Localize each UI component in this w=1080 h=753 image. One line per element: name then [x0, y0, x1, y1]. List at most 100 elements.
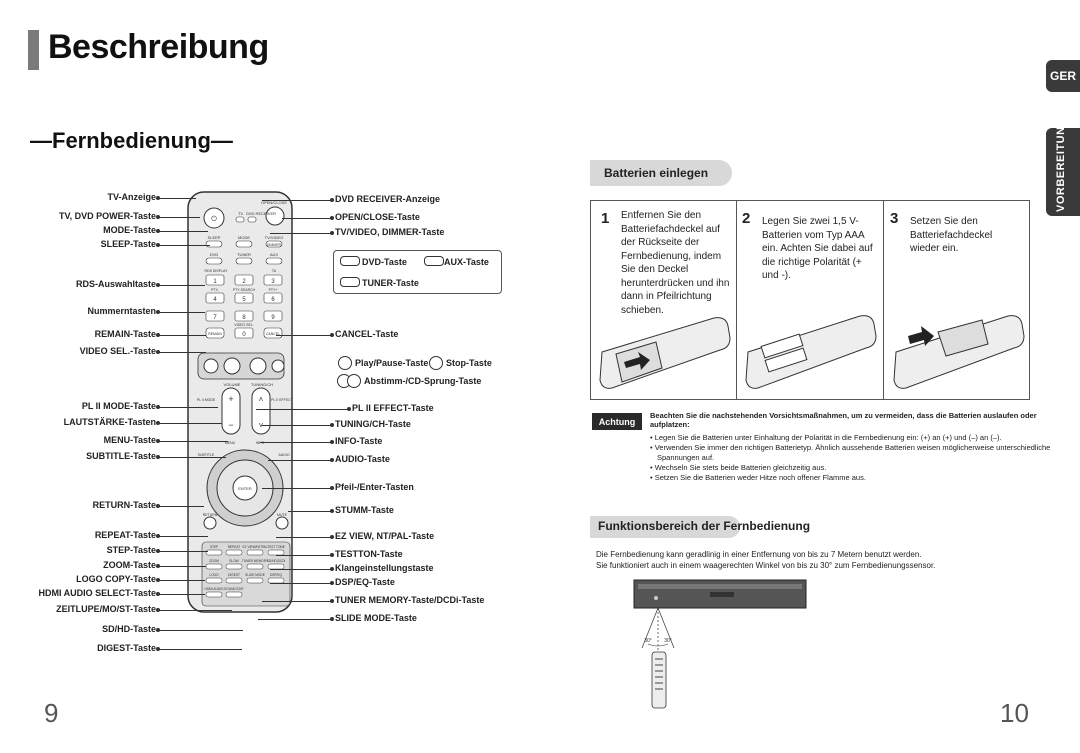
batteries-heading: Batterien einlegen: [590, 160, 732, 186]
leader-line: [158, 457, 226, 458]
leader-dot: [156, 534, 160, 538]
left-callout-label: REMAIN-Taste: [94, 329, 156, 339]
step-text: Legen Sie zwei 1,5 V-Batterien vom Typ A…: [762, 216, 873, 281]
right-callout-label: AUDIO-Taste: [335, 454, 390, 464]
step-divider: [883, 200, 884, 400]
key-num-5: 5: [242, 297, 246, 303]
leader-dot: [330, 599, 334, 603]
warning-item: • Setzen Sie die Batterien weder Hitze n…: [650, 473, 866, 482]
right-callout-label: DVD-Taste: [362, 257, 407, 267]
left-callout-label: Nummerntasten: [87, 306, 156, 316]
right-callout-label: AUX-Taste: [444, 257, 489, 267]
leader-dot: [330, 617, 334, 621]
key-num-9: 9: [271, 315, 275, 321]
left-callout-label: HDMI AUDIO SELECT-Taste: [38, 588, 156, 598]
warning-item: • Wechseln Sie stets beide Batterien gle…: [650, 463, 827, 472]
leader-dot: [330, 440, 334, 444]
key-info: INFO: [256, 441, 265, 445]
right-callout-label: EZ VIEW, NT/PAL-Taste: [335, 531, 435, 541]
key-remain: REMAIN: [208, 332, 222, 336]
key-tv: TV: [238, 211, 243, 216]
left-callout-label: TV-Anzeige: [107, 192, 156, 202]
right-callout-label: DVD RECEIVER-Anzeige: [335, 194, 441, 204]
left-callout-label: DIGEST-Taste: [97, 643, 156, 653]
leader-dot: [156, 608, 160, 612]
leader-line: [158, 312, 205, 313]
left-callout-label: MODE-Taste: [103, 225, 156, 235]
key-hdmi-audio: HDMI AUDIO: [205, 587, 224, 591]
warning-list: • Legen Sie die Batterien unter Einhaltu…: [650, 433, 1055, 483]
leader-dot: [156, 549, 160, 553]
leader-line: [158, 335, 206, 336]
warning-heading: Beachten Sie die nachstehenden Vorsichts…: [650, 411, 1037, 429]
leader-dot: [330, 333, 334, 337]
leader-dot: [156, 628, 160, 632]
leader-line: [158, 352, 206, 353]
leader-line: [262, 425, 333, 426]
key-icon: [347, 374, 361, 388]
leader-dot: [156, 350, 160, 354]
key-num-2: 2: [242, 279, 246, 285]
right-callout-label: Abstimm-/CD-Sprung-Taste: [364, 376, 482, 386]
key-tv-video: TV/VIDEO: [265, 235, 284, 240]
leader-dot: [156, 215, 160, 219]
right-callout-label: PL II EFFECT-Taste: [352, 403, 434, 413]
svg-text:⏻: ⏻: [211, 215, 217, 223]
key-mute: MUTE: [277, 513, 288, 517]
left-callout-label: SD/HD-Taste: [102, 624, 156, 634]
language-tab: GER: [1046, 60, 1080, 92]
svg-text:˅: ˅: [259, 421, 264, 430]
leader-dot: [156, 504, 160, 508]
step-number: 2: [742, 210, 751, 227]
key-num-7: 7: [213, 315, 217, 321]
left-callout-label: VIDEO SEL.-Taste: [79, 346, 156, 356]
key-tuning-ch: TUNING/CH: [251, 382, 273, 387]
transport-keys-box: [333, 352, 500, 390]
key-dvd: DVD: [210, 252, 219, 257]
leader-dot: [330, 216, 334, 220]
key-pl2-effect: PL II EFFECT: [271, 398, 294, 402]
svg-text:˄: ˄: [259, 395, 264, 404]
key-open-close: OPEN/CLOSE: [261, 200, 287, 205]
leader-line: [262, 200, 333, 201]
left-callout-label: MENU-Taste: [103, 435, 156, 445]
leader-line: [158, 610, 232, 611]
leader-dot: [156, 196, 160, 200]
leader-line: [158, 245, 210, 246]
left-callout-label: ZEITLUPE/MO/ST-Taste: [56, 604, 156, 614]
leader-line: [158, 407, 218, 408]
leader-line: [270, 569, 333, 570]
key-ez-view: EZ VIEW/NT/PAL: [243, 545, 268, 549]
warning-badge: Achtung: [592, 413, 642, 430]
key-rds-display: RDS DISPLAY: [205, 269, 229, 273]
key-step: STEP: [210, 545, 218, 549]
leader-line: [262, 488, 333, 489]
remote-section-title: —Fernbedienung—: [30, 128, 233, 153]
leader-line: [158, 649, 242, 650]
batteries-steps-box: [590, 200, 1030, 400]
leader-dot: [156, 283, 160, 287]
key-num-0: 0: [242, 332, 246, 338]
leader-line: [282, 218, 333, 219]
key-ta: TA: [272, 269, 277, 273]
left-callout-label: LOGO COPY-Taste: [76, 574, 156, 584]
left-callout-label: ZOOM-Taste: [103, 560, 156, 570]
leader-line: [276, 335, 333, 336]
section-tab: VORBEREITUNGEN: [1046, 101, 1080, 216]
right-callout-label: Pfeil-/Enter-Tasten: [335, 482, 414, 492]
right-callout-label: Stop-Taste: [446, 358, 492, 368]
key-tuner: TUNER: [237, 252, 251, 257]
battery-step2-illustration: [745, 315, 877, 389]
leader-line: [268, 460, 333, 461]
right-callout-label: TUNING/CH-Taste: [335, 419, 411, 429]
leader-dot: [156, 405, 160, 409]
key-num-8: 8: [242, 315, 246, 321]
key-subtitle: SUBTITLE: [198, 453, 215, 457]
leader-dot: [330, 486, 334, 490]
page-number-right: 10: [1000, 698, 1029, 728]
key-cancel: CANCEL: [266, 332, 280, 336]
key-icon: [338, 356, 352, 370]
range-text-1: Die Fernbedienung kann geradlinig in ein…: [596, 550, 922, 559]
leader-line: [258, 619, 333, 620]
leader-dot: [330, 231, 334, 235]
